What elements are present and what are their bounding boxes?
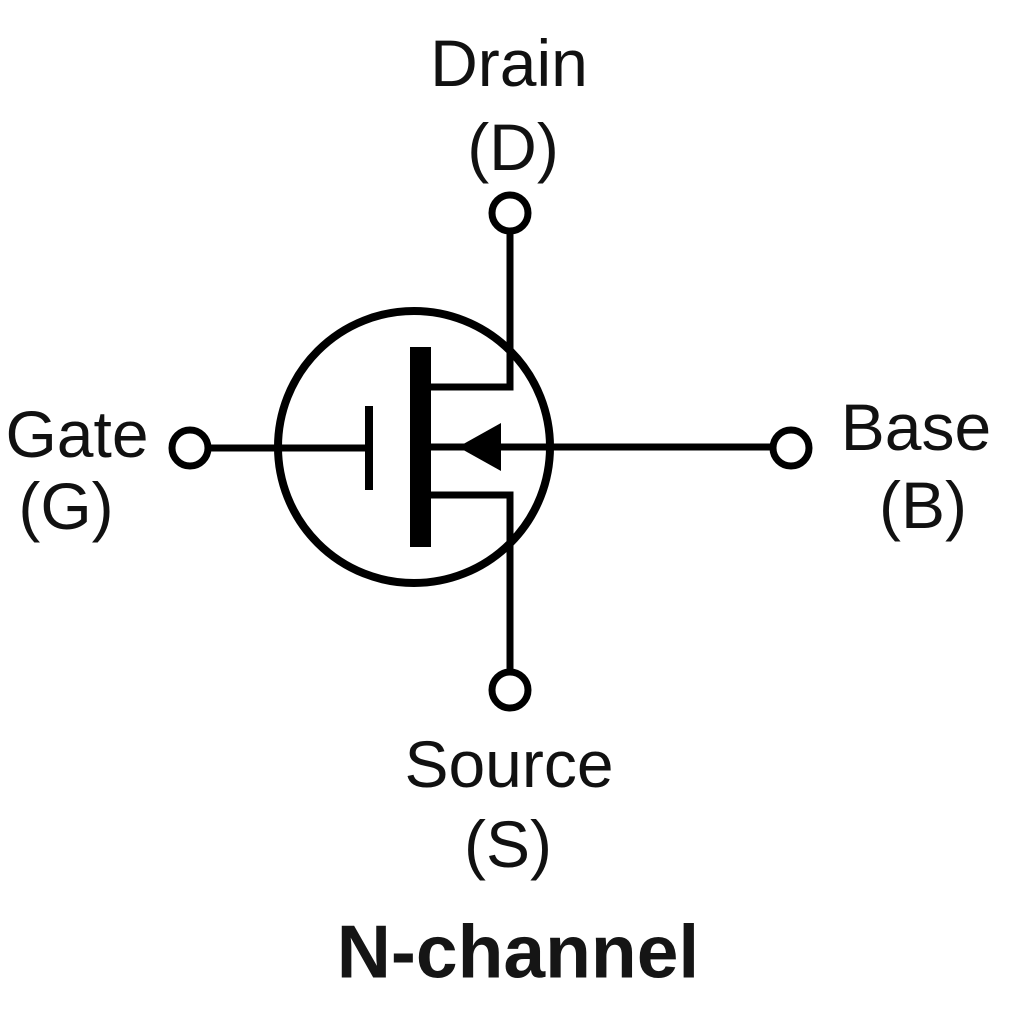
base-terminal-circle [769,426,813,470]
source-symbol-label: (S) [464,807,552,881]
substrate-arrow-icon [458,423,501,471]
source-label: Source [404,727,614,801]
gate-label: Gate [5,397,149,471]
base-label: Base [840,390,992,464]
source-lead-line [430,491,514,671]
gate-symbol-label: (G) [18,469,114,543]
drain-lead-line [430,232,514,391]
source-terminal-circle [488,668,532,712]
gate-terminal-circle [168,426,212,470]
base-symbol-label: (B) [879,468,967,542]
drain-symbol-label: (D) [467,110,559,184]
drain-terminal-circle [488,191,532,235]
channel-bar [410,347,431,547]
diagram-title: N-channel [336,909,700,994]
drain-label: Drain [430,26,588,100]
